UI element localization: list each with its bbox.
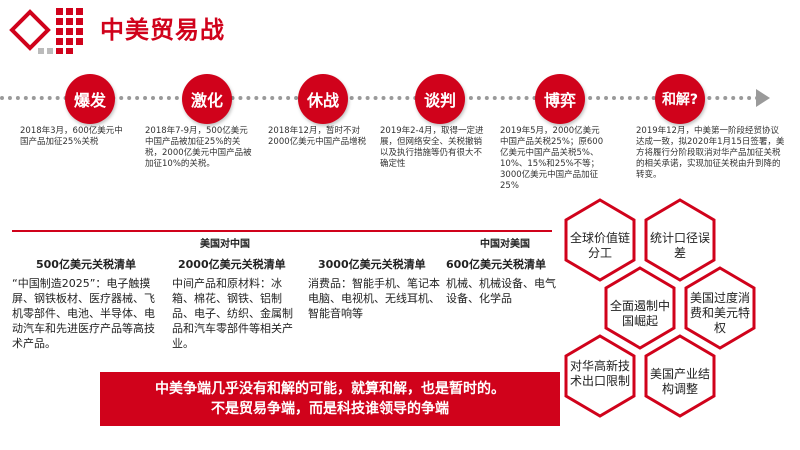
page-title: 中美贸易战 <box>100 16 225 44</box>
stage-circle-4: 谈判 <box>415 74 465 124</box>
tariff-list-body-3000: 消费品：智能手机、笔记本电脑、电视机、无线耳机、智能音响等 <box>308 277 440 320</box>
timeline-line <box>0 96 760 100</box>
stage-circle-1: 爆发 <box>65 74 115 124</box>
tariff-list-title-3000: 3000亿美元关税清单 <box>318 258 426 271</box>
tariff-list-title-2000: 2000亿美元关税清单 <box>178 258 286 271</box>
stage-circle-5: 博弈 <box>535 74 585 124</box>
group-label-china-to-us: 中国对美国 <box>480 239 530 250</box>
hexagon-4 <box>684 266 756 350</box>
stage-circle-6: 和解? <box>655 74 705 124</box>
stage-description-4: 2019年2-4月，取得一定进展，但网络安全、关税撤销以及执行措施等仍有很大不确… <box>380 126 484 169</box>
section-divider <box>12 230 552 232</box>
conclusion-banner: 中美争端几乎没有和解的可能，就算和解，也是暂时的。 不是贸易争端，而是科技谁领导… <box>100 372 560 426</box>
hexagon-5 <box>564 334 636 418</box>
hexagon-2 <box>644 198 716 282</box>
tariff-list-title-500: 500亿美元关税清单 <box>36 258 136 271</box>
hexagon-label-6: 美国产业结构调整 <box>649 367 710 396</box>
hexagon-3 <box>604 266 676 350</box>
hexagon-1 <box>564 198 636 282</box>
hexagon-cluster <box>564 198 756 418</box>
banner-line-2: 不是贸易争端，而是科技谁领导的争端 <box>211 401 449 417</box>
tariff-list-body-600: 机械、机械设备、电气设备、化学品 <box>446 277 556 305</box>
hexagon-6 <box>644 334 716 418</box>
tariff-list-body-2000: 中间产品和原材料：冰箱、棉花、钢铁、铝制品、电子、纺织、金属制品和汽车零部件等相… <box>172 277 293 350</box>
stage-description-5: 2019年5月，2000亿美元中国产品关税25%；原600亿美元中国产品关税5%… <box>500 126 604 191</box>
hexagon-label-3: 全面遏制中国崛起 <box>609 299 670 328</box>
stage-circle-3: 休战 <box>298 74 348 124</box>
stage-description-1: 2018年3月，600亿美元中国产品加征25%关税 <box>20 126 123 147</box>
hexagon-label-2: 统计口径误差 <box>649 231 710 260</box>
stage-circle-2: 激化 <box>182 74 232 124</box>
timeline-arrow-icon <box>756 89 770 107</box>
stage-description-6: 2019年12月，中美第一阶段经贸协议达成一致，拟2020年1月15日签署，美方… <box>636 126 785 180</box>
logo-icon <box>9 8 83 54</box>
tariff-list-body-500: “中国制造2025”：电子触摸屏、钢铁板材、医疗器械、飞机零部件、电池、半导体、… <box>12 277 155 350</box>
hexagon-label-4: 美国过度消费和美元特权 <box>689 291 750 335</box>
group-label-us-to-china: 美国对中国 <box>200 239 250 250</box>
tariff-list-title-600: 600亿美元关税清单 <box>446 258 546 271</box>
banner-line-1: 中美争端几乎没有和解的可能，就算和解，也是暂时的。 <box>155 381 505 397</box>
hexagon-label-5: 对华高新技术出口限制 <box>569 359 630 388</box>
stage-description-3: 2018年12月，暂时不对2000亿美元中国产品增税 <box>268 126 367 147</box>
stage-description-2: 2018年7-9月，500亿美元中国产品被加征25%的关税，2000亿美元中国产… <box>145 126 252 169</box>
hexagon-label-1: 全球价值链分工 <box>569 231 630 260</box>
